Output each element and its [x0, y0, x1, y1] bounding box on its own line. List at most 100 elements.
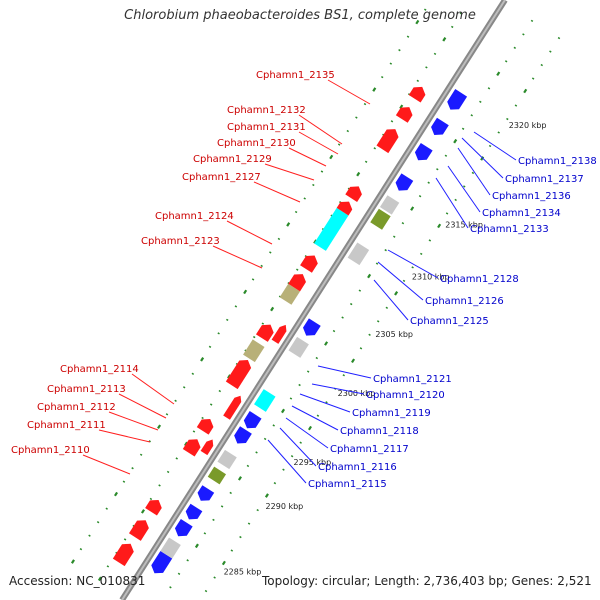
tick-mark [410, 206, 415, 211]
scale-label: 2315 kbp [445, 220, 483, 229]
reverse-label-leader [447, 165, 481, 213]
reverse-gene-block [370, 208, 391, 230]
forward-label-leader [108, 411, 159, 431]
forward-gene-block [255, 324, 274, 342]
reverse-label-leader [387, 249, 439, 279]
forward-gene-block [112, 543, 134, 567]
tick-mark [337, 143, 341, 146]
tick-mark [296, 268, 299, 271]
tick-mark [359, 347, 363, 350]
forward-gene-block [223, 395, 242, 420]
tick-mark [399, 104, 404, 110]
reverse-gene-label: Cphamn1_2133 [470, 224, 549, 235]
tick-mark [513, 46, 517, 50]
tick-mark [480, 156, 485, 161]
tick-mark [346, 129, 350, 133]
tick-mark [496, 71, 501, 77]
tick-mark [461, 127, 465, 130]
forward-gene-label: Cphamn1_2131 [227, 122, 306, 133]
tick-mark [204, 589, 208, 593]
tick-mark [239, 535, 242, 539]
tick-mark [272, 424, 275, 427]
tick-mark [286, 222, 291, 227]
forward-gene-label: Cphamn1_2130 [217, 138, 296, 149]
forward-label-leader [264, 163, 315, 181]
reverse-gene-block [303, 318, 321, 336]
tick-mark [149, 497, 153, 501]
reverse-label-leader [461, 137, 504, 179]
tick-mark [298, 383, 301, 387]
tick-mark [226, 318, 229, 322]
forward-label-leader [118, 393, 167, 419]
tick-mark [351, 358, 356, 364]
forward-label-leader [82, 454, 131, 475]
tick-mark [523, 88, 528, 94]
tick-mark [208, 345, 212, 349]
tick-mark [530, 19, 534, 23]
tick-mark [194, 543, 199, 549]
reverse-gene-label: Cphamn1_2126 [425, 296, 504, 307]
forward-gene-block [225, 360, 252, 390]
tick-mark [277, 237, 281, 241]
tick-mark [303, 197, 306, 200]
tick-mark [427, 181, 430, 184]
forward-label-leader [288, 147, 327, 167]
tick-mark [459, 12, 463, 15]
tick-mark [487, 87, 491, 90]
reverse-label-leader [435, 177, 469, 229]
forward-gene-label: Cphamn1_2112 [37, 402, 116, 413]
forward-gene-label: Cphamn1_2123 [141, 236, 220, 247]
tick-mark [436, 168, 439, 171]
reverse-label-leader [311, 383, 365, 395]
tick-mark [256, 508, 259, 512]
reverse-gene-label: Cphamn1_2119 [352, 408, 431, 419]
forward-label-leader [298, 114, 343, 145]
reverse-gene-label: Cphamn1_2121 [373, 374, 452, 385]
tick-mark [402, 279, 406, 283]
tick-mark [514, 104, 518, 107]
scale-label: 2305 kbp [375, 330, 413, 339]
tick-mark [217, 332, 220, 335]
tick-mark [433, 52, 437, 56]
tick-mark [131, 467, 134, 470]
tick-mark [269, 251, 272, 254]
tick-mark [203, 532, 207, 535]
accession-text: Accession: NC_010831 [9, 574, 146, 588]
tick-mark [307, 425, 312, 431]
forward-gene-block [345, 186, 362, 202]
tick-mark [263, 437, 267, 441]
tick-mark [123, 538, 127, 541]
tick-mark [316, 414, 320, 417]
forward-label-leader [98, 429, 151, 443]
reverse-gene-label: Cphamn1_2125 [410, 316, 489, 327]
tick-mark [97, 576, 102, 582]
forward-gene-label: Cphamn1_2111 [27, 420, 106, 431]
tick-mark [549, 50, 552, 53]
tick-mark [237, 476, 242, 481]
tick-mark [88, 534, 91, 537]
tick-mark [221, 560, 226, 566]
tick-mark [229, 491, 232, 495]
tick-mark [401, 222, 405, 225]
tick-mark [444, 154, 448, 157]
forward-gene-block [279, 283, 301, 305]
tick-mark [191, 372, 195, 375]
tick-mark [445, 212, 449, 215]
tick-mark [332, 329, 336, 333]
tick-mark [419, 252, 423, 256]
tick-mark [367, 273, 372, 279]
reverse-gene-label: Cphamn1_2136 [492, 191, 571, 202]
tick-mark [273, 481, 277, 485]
reverse-label-leader [317, 365, 372, 379]
tick-mark [200, 357, 205, 362]
tick-mark [299, 441, 302, 444]
tick-mark [114, 491, 119, 497]
tick-mark [342, 374, 346, 377]
tick-mark [329, 154, 334, 160]
tick-mark [411, 266, 414, 269]
tick-mark [96, 521, 100, 524]
tick-mark [166, 470, 170, 474]
reverse-label-leader [457, 147, 491, 196]
tick-mark [281, 408, 286, 414]
reverse-gene-block [197, 485, 215, 501]
